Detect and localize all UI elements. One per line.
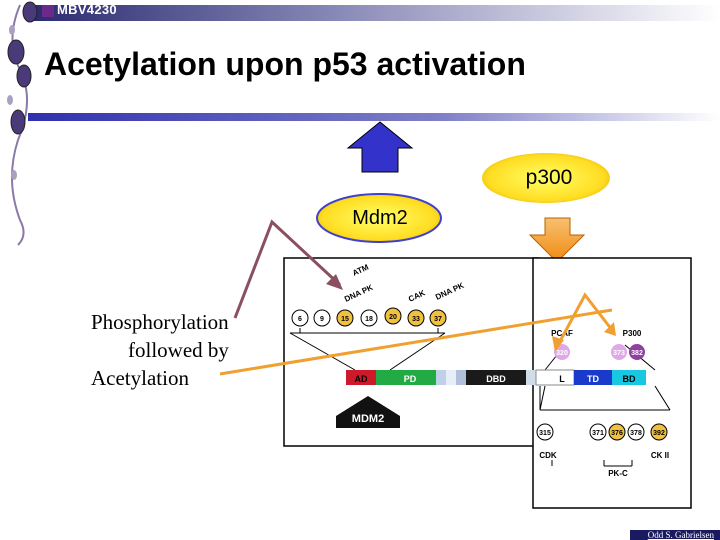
svg-text:AD: AD xyxy=(355,374,368,384)
site-6 xyxy=(291,309,309,327)
svg-text:BD: BD xyxy=(623,374,636,384)
site-37 xyxy=(429,309,447,327)
site-9 xyxy=(313,309,331,327)
svg-text:PD: PD xyxy=(404,374,417,384)
orange-down-arrow xyxy=(528,217,586,263)
svg-text:315: 315 xyxy=(539,430,551,437)
acetyl-site xyxy=(611,344,627,360)
site-376 xyxy=(608,423,626,441)
site-315 xyxy=(536,423,554,441)
kinase-label: CAK xyxy=(407,288,427,304)
domain-ad xyxy=(346,370,376,385)
site-371 xyxy=(589,423,607,441)
p300-label: p300 xyxy=(525,166,573,189)
mechanism-line: followed by xyxy=(128,338,229,362)
acetylase-label: P300 xyxy=(623,329,642,338)
title-underline xyxy=(28,113,720,121)
site-378 xyxy=(627,423,645,441)
svg-text:378: 378 xyxy=(630,430,642,437)
domain-l xyxy=(535,369,575,386)
kinase-label: DNA PK xyxy=(434,281,466,302)
blue-up-arrow xyxy=(346,121,414,173)
svg-text:20: 20 xyxy=(389,314,397,321)
svg-text:18: 18 xyxy=(365,316,373,323)
kinase-label: CK II xyxy=(651,451,669,460)
domain-td xyxy=(574,370,612,385)
site-33 xyxy=(407,309,425,327)
svg-text:L: L xyxy=(559,374,565,384)
svg-text:33: 33 xyxy=(412,316,420,323)
svg-text:382: 382 xyxy=(631,350,643,357)
svg-text:376: 376 xyxy=(611,430,623,437)
svg-text:15: 15 xyxy=(341,316,349,323)
domain-bd xyxy=(612,370,646,385)
kinase-label: CDK xyxy=(539,451,557,460)
figure-left-box xyxy=(283,257,539,447)
svg-text:37: 37 xyxy=(434,316,442,323)
mdm2-box-label: MDM2 xyxy=(352,413,384,425)
acetylase-label: PCAF xyxy=(551,329,573,338)
svg-text:9: 9 xyxy=(320,316,324,323)
mdm2-ellipse xyxy=(316,193,442,243)
orange-branch-arrow xyxy=(556,292,614,346)
domain-dbd xyxy=(466,370,526,385)
author-credit: Odd S. Gabrielsen xyxy=(647,530,714,540)
svg-text:DBD: DBD xyxy=(486,374,506,384)
helix-beads xyxy=(7,1,38,135)
site-18 xyxy=(360,309,378,327)
mdm2-label: Mdm2 xyxy=(352,207,408,229)
kinase-label: ATM xyxy=(351,262,370,277)
acetyl-site xyxy=(629,344,645,360)
orange-acetylation-line xyxy=(219,308,613,376)
svg-text:392: 392 xyxy=(653,430,665,437)
n-site-group: 6 9 15 18 20 33 37 xyxy=(291,307,447,327)
header-stripe xyxy=(30,5,720,21)
site-20 xyxy=(384,307,402,325)
domain-pd xyxy=(376,370,436,385)
header-square xyxy=(42,5,54,17)
slide-title: Acetylation upon p53 activation xyxy=(44,46,526,82)
kinase-label: PK-C xyxy=(608,469,628,478)
svg-text:371: 371 xyxy=(592,430,604,437)
svg-text:TD: TD xyxy=(587,374,599,384)
svg-text:373: 373 xyxy=(613,350,625,357)
course-code: MBV4230 xyxy=(57,2,117,17)
brown-arrow xyxy=(233,219,342,319)
site-15 xyxy=(336,309,354,327)
mechanism-line: Phosphorylation xyxy=(91,310,229,334)
svg-text:6: 6 xyxy=(298,316,302,323)
p53-domain-bar: AD PD DBD L TD BD xyxy=(346,369,646,386)
svg-text:320: 320 xyxy=(556,350,568,357)
kinase-label: DNA PK xyxy=(343,283,375,304)
mdm2-shape xyxy=(336,396,400,428)
p300-ellipse xyxy=(482,153,610,203)
mechanism-line: Acetylation xyxy=(91,366,189,390)
site-392 xyxy=(650,423,668,441)
mechanism-text: Phosphorylation followed by Acetylation xyxy=(91,308,261,392)
